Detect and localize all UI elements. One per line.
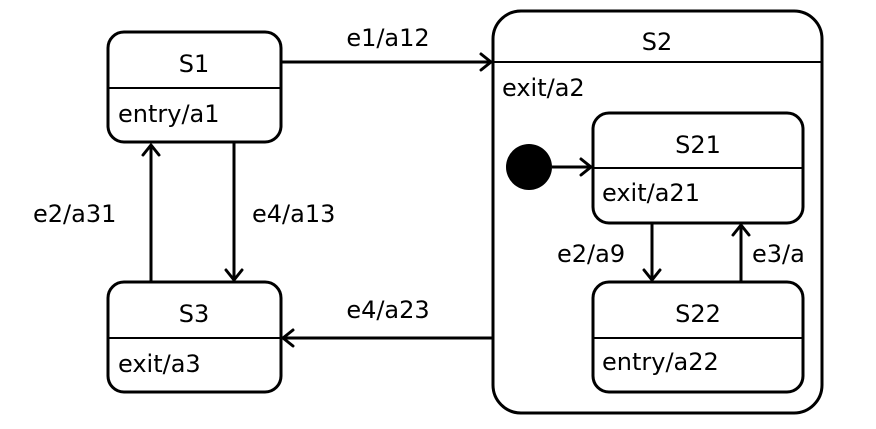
state-s21-action: exit/a21 <box>602 179 700 207</box>
transition-s2-to-s3: e4/a23 <box>281 296 493 348</box>
transition-s1-to-s3: e4/a13 <box>224 142 335 282</box>
state-s1: S1 entry/a1 <box>106 30 283 144</box>
state-s3: S3 exit/a3 <box>106 280 283 394</box>
transition-s3-to-s1: e2/a31 <box>33 143 161 282</box>
transition-s3-to-s1-label: e2/a31 <box>33 200 116 228</box>
transition-s1-to-s3-label: e4/a13 <box>252 200 335 228</box>
transition-s1-to-s2-label: e1/a12 <box>346 24 429 52</box>
transition-s22-to-s21: e3/a <box>731 223 805 282</box>
transition-s1-to-s2: e1/a12 <box>281 24 493 72</box>
initial-state-dot <box>506 144 552 190</box>
state-s3-action: exit/a3 <box>118 350 201 378</box>
transition-s2-to-s3-label: e4/a23 <box>346 296 429 324</box>
state-s21: S21 exit/a21 <box>591 111 805 225</box>
state-s22-name: S22 <box>675 300 721 328</box>
state-s22-action: entry/a22 <box>602 348 719 376</box>
transition-s21-to-s22: e2/a9 <box>557 223 662 282</box>
transition-s22-to-s21-label: e3/a <box>752 240 805 268</box>
state-s2-action: exit/a2 <box>502 74 585 102</box>
initial-transition-arrow <box>552 157 593 177</box>
state-s2-name: S2 <box>642 28 673 56</box>
state-s1-name: S1 <box>179 50 210 78</box>
transition-s21-to-s22-label: e2/a9 <box>557 240 625 268</box>
state-s1-action: entry/a1 <box>118 100 220 128</box>
state-s21-name: S21 <box>675 131 721 159</box>
state-s22: S22 entry/a22 <box>591 280 805 394</box>
state-s3-name: S3 <box>179 300 210 328</box>
